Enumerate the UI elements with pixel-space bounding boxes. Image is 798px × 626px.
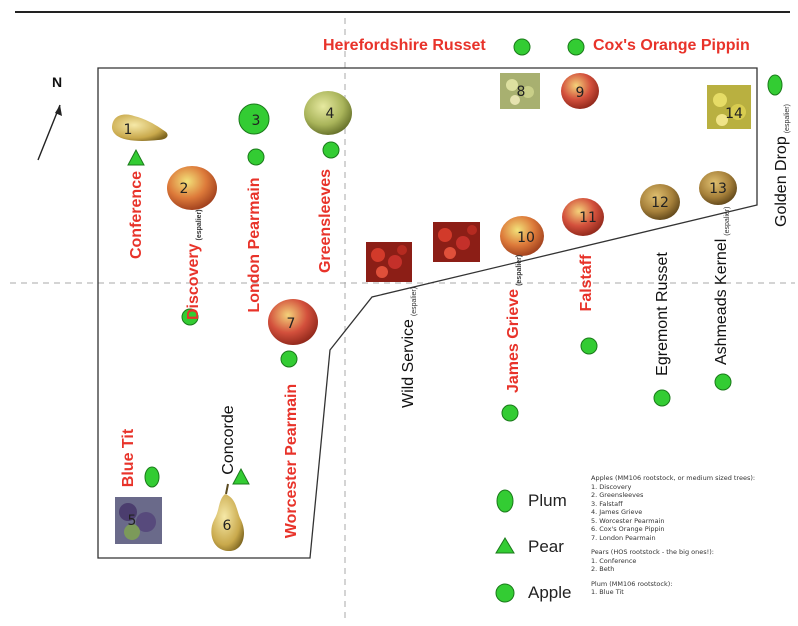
label-golden-sub: (espalier) <box>784 104 791 134</box>
fruit-11-image <box>562 198 604 236</box>
apple-marker-falstaff <box>580 337 598 355</box>
label-wildservice: Wild Service (espalier) <box>400 286 420 408</box>
compass-arrow <box>37 104 61 161</box>
apple-marker-herefordshire <box>513 38 531 56</box>
notes-plum-item: 1. Blue Tit <box>591 588 624 596</box>
legend-plum-label: Plum <box>528 491 567 510</box>
notes-apple-item: 4. James Grieve <box>591 508 643 516</box>
compass-arrow-head <box>55 105 62 116</box>
fruit-10-image <box>500 216 544 256</box>
legend-pear-label: Pear <box>528 537 564 556</box>
label-james: James Grieve (espalier) <box>505 255 525 393</box>
num-10: 10 <box>517 230 535 246</box>
label-ashmeads-text: Ashmeads Kernel <box>713 238 730 365</box>
num-1: 1 <box>124 122 133 138</box>
num-4: 4 <box>326 106 335 122</box>
notes-apple-item: 2. Greensleeves <box>591 491 644 499</box>
label-wildservice-sub: (espalier) <box>411 286 418 317</box>
label-discovery: Discovery (espalier) <box>185 209 205 321</box>
fruit-2-image <box>167 166 217 210</box>
apple-marker-worcester <box>280 350 298 368</box>
notes-apple-item: 5. Worcester Pearmain <box>591 516 665 525</box>
label-golden-text: Golden Drop <box>773 136 790 227</box>
label-conference: Conference <box>128 170 145 260</box>
fruit-7-image <box>268 299 318 345</box>
label-cox: Cox's Orange Pippin <box>593 37 750 54</box>
legend-pear-icon <box>495 537 515 554</box>
plum-marker-golden <box>767 74 783 96</box>
num-12: 12 <box>651 195 669 211</box>
plot-boundary <box>97 67 758 559</box>
num-14: 14 <box>725 106 743 122</box>
fruit-9-image <box>561 73 599 109</box>
notes-pear-item: 2. Beth <box>591 565 615 573</box>
label-greensleeves: Greensleeves <box>317 168 334 274</box>
num-8: 8 <box>517 84 526 100</box>
compass-label: N <box>52 74 63 90</box>
label-herefordshire: Herefordshire Russet <box>323 37 486 54</box>
apple-marker-ashmeads <box>714 373 732 391</box>
fruit-1-image <box>112 114 168 141</box>
num-3: 3 <box>252 113 261 129</box>
apple-marker-discovery <box>181 308 199 326</box>
legend-apple-label: Apple <box>528 583 572 602</box>
label-bluetit: Blue Tit <box>120 428 137 488</box>
apple-marker-james <box>501 404 519 422</box>
notes-pear-item: 1. Conference <box>591 556 637 565</box>
legend-plum-icon <box>496 489 514 513</box>
notes-apple-item: 1. Discovery <box>591 482 632 491</box>
label-falstaff: Falstaff <box>578 254 595 312</box>
num-11: 11 <box>579 210 597 226</box>
num-6: 6 <box>223 518 232 534</box>
label-ashmeads-sub: (espalier) <box>724 206 731 236</box>
apple-marker-egremont <box>653 389 671 407</box>
label-concorde: Concorde <box>220 405 237 475</box>
label-worcester: Worcester Pearmain <box>283 383 300 539</box>
apple-marker-greensleeves <box>322 141 340 159</box>
label-james-text: James Grieve <box>505 288 522 393</box>
num-5: 5 <box>128 513 137 529</box>
notes-apples-title: Apples (MM106 rootstock, or medium sized… <box>591 474 756 482</box>
label-discovery-text: Discovery <box>185 243 202 321</box>
notes-apple-item: 6. Cox's Orange Pippin <box>591 525 665 533</box>
fruit-3-marker <box>238 103 270 135</box>
fruit-6-image <box>211 494 244 552</box>
num-13: 13 <box>709 181 727 197</box>
fruit-12-image <box>640 184 680 220</box>
label-wildservice-text: Wild Service <box>400 319 417 408</box>
num-2: 2 <box>180 181 189 197</box>
fruit-4-image <box>304 91 352 135</box>
planting-notes: Apples (MM106 rootstock, or medium sized… <box>591 474 791 597</box>
notes-plums-title: Plum (MM106 rootstock): <box>591 579 673 588</box>
num-9: 9 <box>576 85 585 101</box>
fruit-13-image <box>699 171 737 205</box>
apple-marker-cox <box>567 38 585 56</box>
pear-marker-conference <box>127 148 145 166</box>
label-golden: Golden Drop (espalier) <box>773 104 793 227</box>
label-ashmeads: Ashmeads Kernel (espalier) <box>713 207 733 365</box>
notes-apple-item: 3. Falstaff <box>591 499 623 508</box>
label-james-sub: (espalier) <box>516 254 523 286</box>
plum-marker-bluetit <box>144 466 160 488</box>
label-discovery-sub: (espalier) <box>196 209 203 241</box>
notes-pears-title: Pears (HOS rootstock - the big ones!): <box>591 548 714 556</box>
label-london: London Pearmain <box>246 177 263 313</box>
num-7: 7 <box>287 316 296 332</box>
label-egremont: Egremont Russet <box>654 252 671 376</box>
apple-marker-london <box>247 148 265 166</box>
notes-apple-item: 7. London Pearmain <box>591 533 656 542</box>
pear-marker-concorde <box>232 467 250 485</box>
legend-apple-icon <box>495 583 515 603</box>
